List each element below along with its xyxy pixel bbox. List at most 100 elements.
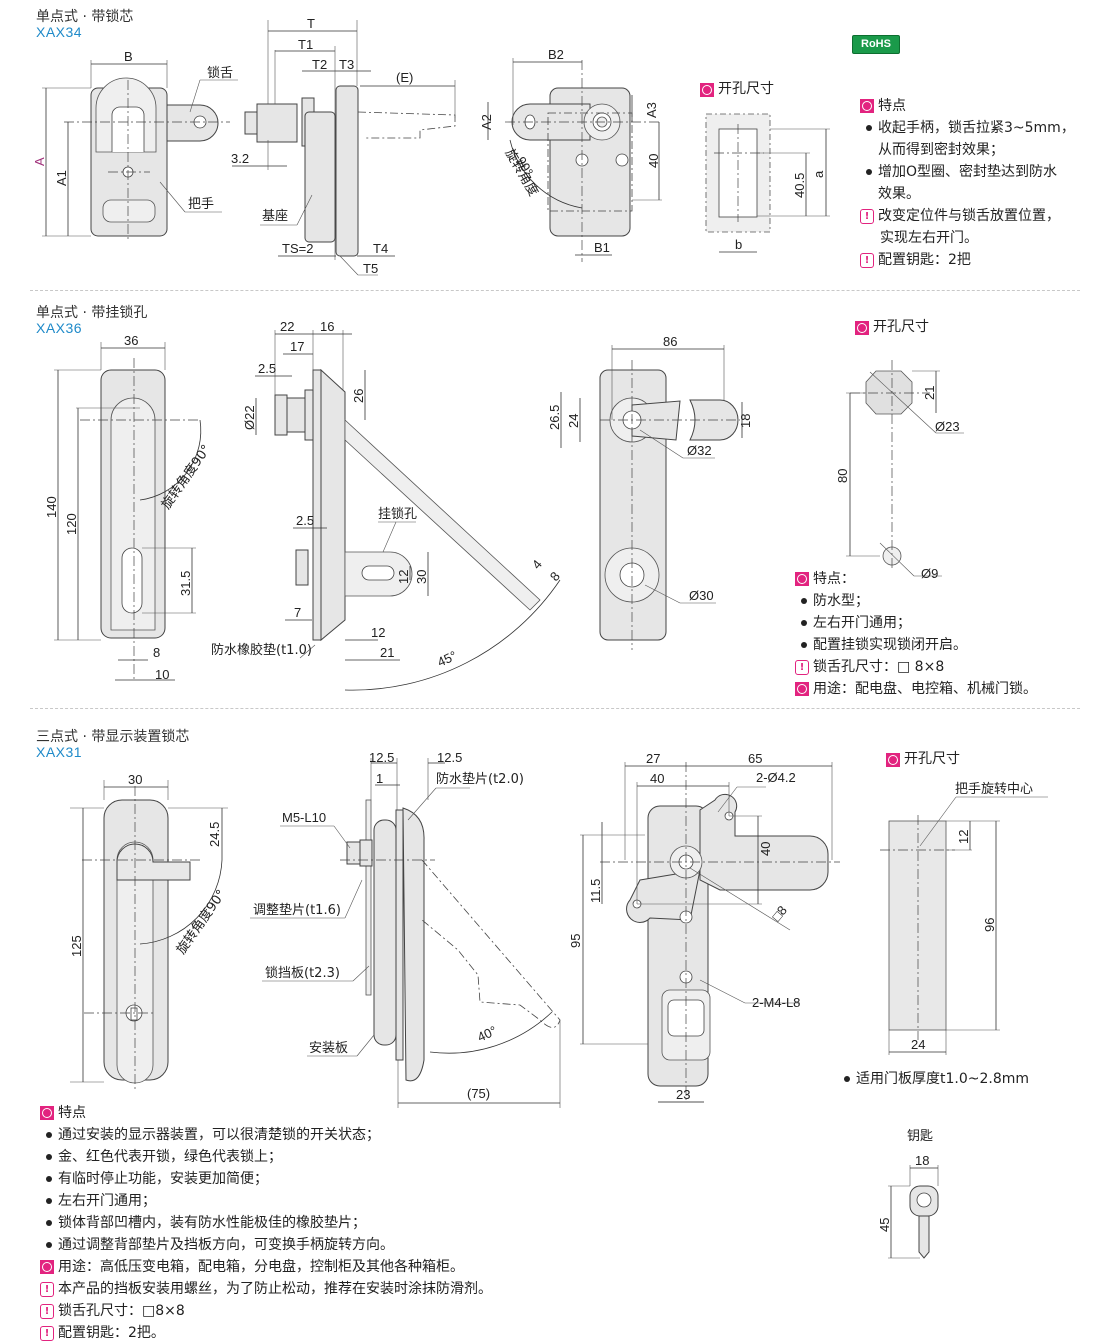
label-handle: 把手 — [188, 197, 214, 212]
dim-key-18: 18 — [915, 1153, 929, 1168]
dim-40-top: 40 — [650, 771, 664, 786]
dim-A: A — [32, 157, 47, 166]
xax36-cutout-view — [846, 360, 964, 577]
section-title-xax34: 单点式 · 带锁芯 — [36, 9, 134, 25]
feature-text: 金、红色代表开锁，绿色代表锁上； — [58, 1149, 282, 1165]
xax31-front-view — [70, 780, 228, 1090]
dim-24: 24 — [566, 414, 581, 428]
xax34-back-view — [487, 58, 662, 262]
label-padlock-hole: 挂锁孔 — [378, 506, 417, 522]
circle-marker-icon — [795, 682, 809, 696]
features-heading-text: 特点 — [58, 1105, 86, 1121]
dim-dia23: Ø23 — [935, 419, 960, 434]
dim-24-5: 24.5 — [207, 822, 222, 847]
label-lock-stop-plate: 锁挡板(t2.3) — [265, 965, 340, 981]
dim-21-cutout: 21 — [922, 386, 937, 400]
xax34-side-view — [232, 20, 456, 276]
dim-B: B — [124, 49, 133, 64]
feature-item: 防水型； — [795, 590, 1037, 612]
label-mounting-plate: 安装板 — [309, 1041, 348, 1056]
cutout-heading-text: 开孔尺寸 — [718, 81, 774, 97]
feature-item: 有临时停止功能，安装更加简便； — [40, 1168, 492, 1190]
feature-text: 本产品的挡板安装用螺丝，为了防止松动，推荐在安装时涂抹防滑剂。 — [58, 1281, 492, 1297]
dim-8-side: 8 — [547, 569, 563, 584]
feature-item: ! 本产品的挡板安装用螺丝，为了防止松动，推荐在安装时涂抹防滑剂。 — [40, 1278, 492, 1300]
label-lock-tongue: 锁舌 — [207, 65, 233, 81]
section-divider — [30, 708, 1080, 709]
feature-item: 通过调整背部垫片及挡板方向，可变换手柄旋转方向。 — [40, 1234, 492, 1256]
dim-4: 4 — [529, 557, 545, 572]
cutout-heading-xax31: 开孔尺寸 — [886, 748, 960, 768]
dim-key-45: 45 — [877, 1218, 892, 1232]
dim-E: (E) — [396, 70, 413, 85]
features-heading: 特点 — [860, 95, 1075, 117]
label-rotation-90: 旋转角度90° — [158, 442, 214, 513]
features-heading: 特点： — [795, 568, 1037, 590]
dim-86: 86 — [663, 334, 677, 349]
cutout-heading-xax36: 开孔尺寸 — [855, 316, 929, 336]
dim-12-horiz: 12 — [371, 625, 385, 640]
dim-40-deg: 40° — [475, 1023, 499, 1045]
dim-b: b — [735, 237, 742, 252]
feature-text: 配置钥匙：2把 — [878, 252, 971, 268]
section-divider — [30, 290, 1080, 291]
dim-40: 40 — [646, 154, 661, 168]
dim-120: 120 — [64, 513, 79, 535]
feature-text: 配置挂锁实现锁闭开启。 — [813, 637, 967, 653]
dim-10: 10 — [155, 667, 169, 682]
feature-text: 左右开门通用； — [58, 1193, 156, 1209]
feature-item: 收起手柄，锁舌拉紧3~5mm， — [860, 117, 1075, 139]
feature-item: 效果。 — [860, 183, 1075, 205]
feature-text: 左右开门通用； — [813, 615, 911, 631]
label-waterproof-gasket: 防水橡胶垫(t1.0) — [211, 642, 312, 658]
dim-17: 17 — [290, 339, 304, 354]
dim-A3: A3 — [644, 102, 659, 118]
circle-marker-icon — [855, 321, 869, 335]
product-code-xax36: XAX36 — [36, 320, 83, 336]
feature-text: 增加O型圈、密封垫达到防水 — [878, 164, 1058, 180]
bullet-icon — [46, 1154, 52, 1160]
feature-text: 效果。 — [878, 186, 920, 202]
warning-icon: ! — [40, 1326, 54, 1341]
bullet-icon — [46, 1176, 52, 1182]
warning-icon: ! — [860, 253, 874, 268]
dim-27: 27 — [646, 751, 660, 766]
dim-T: T — [307, 16, 315, 31]
circle-marker-icon — [40, 1106, 54, 1120]
cutout-heading-text: 开孔尺寸 — [904, 751, 960, 767]
dim-1: 1 — [376, 771, 383, 786]
dim-16: 16 — [320, 319, 334, 334]
feature-text: 防水型； — [813, 593, 869, 609]
feature-text: 有临时停止功能，安装更加简便； — [58, 1171, 268, 1187]
feature-item: 金、红色代表开锁，绿色代表锁上； — [40, 1146, 492, 1168]
dim-21: 21 — [380, 645, 394, 660]
dim-2-5-mid: 2.5 — [296, 513, 314, 528]
dim-31-5: 31.5 — [178, 571, 193, 596]
warning-icon: ! — [795, 660, 809, 675]
cutout-heading-xax34: 开孔尺寸 — [700, 78, 774, 98]
feature-item: 用途：配电盘、电控箱、机械门锁。 — [795, 678, 1037, 700]
xax34-front-view — [42, 60, 238, 240]
xax31-back-view — [580, 762, 840, 1103]
dim-75: (75) — [467, 1086, 490, 1101]
bullet-icon — [46, 1220, 52, 1226]
feature-item: 通过安装的显示器装置，可以很清楚锁的开关状态； — [40, 1124, 492, 1146]
feature-text: 用途：配电盘、电控箱、机械门锁。 — [813, 681, 1037, 697]
feature-item: 锁体背部凹槽内，装有防水性能极佳的橡胶垫片； — [40, 1212, 492, 1234]
feature-text: 通过调整背部垫片及挡板方向，可变换手柄旋转方向。 — [58, 1237, 394, 1253]
product-code-xax34: XAX34 — [36, 24, 83, 40]
label-rotation-90-xax31: 旋转角度90° — [173, 887, 229, 958]
feature-item: 从而得到密封效果； — [860, 139, 1075, 161]
feature-text: 通过安装的显示器装置，可以很清楚锁的开关状态； — [58, 1127, 380, 1143]
rohs-badge: RoHS — [852, 35, 900, 54]
warning-icon: ! — [40, 1282, 54, 1297]
dim-A1: A1 — [54, 170, 69, 186]
feature-text: 从而得到密封效果； — [878, 142, 1004, 158]
dim-36: 36 — [124, 333, 138, 348]
label-base: 基座 — [262, 209, 288, 224]
dim-24-cutout: 24 — [911, 1037, 925, 1052]
key-drawing — [888, 1165, 939, 1259]
feature-text: 锁舌孔尺寸：□8×8 — [58, 1303, 185, 1319]
warning-icon: ! — [860, 209, 874, 224]
